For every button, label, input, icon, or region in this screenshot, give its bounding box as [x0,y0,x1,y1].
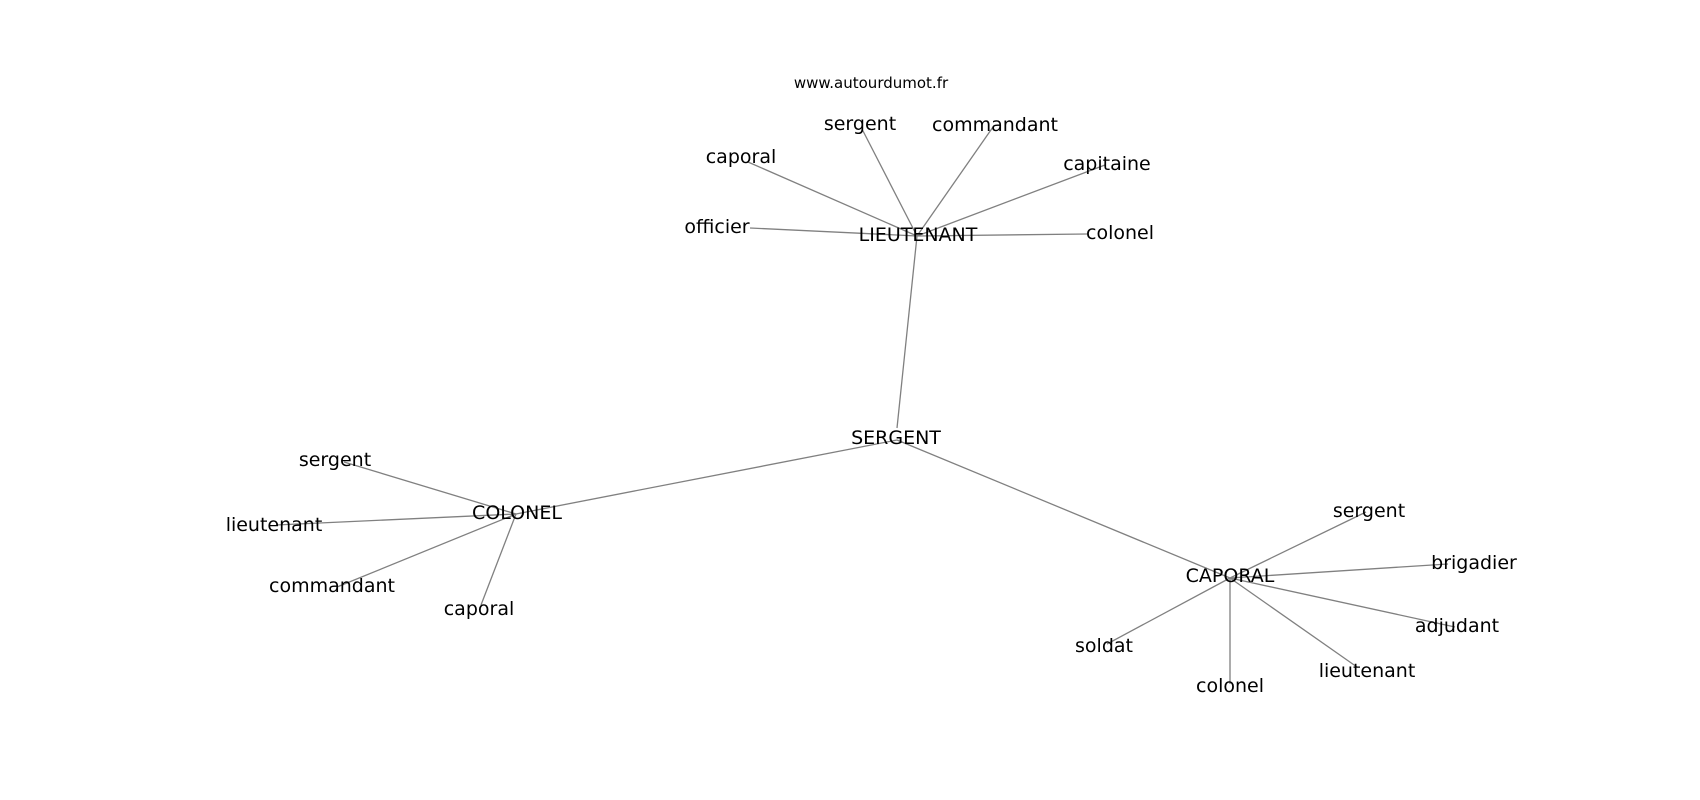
node-lieutenant-caporal[interactable]: caporal [706,146,777,168]
node-caporal-brigadier[interactable]: brigadier [1431,552,1517,574]
edge-caporal-adjudant [1229,577,1456,628]
node-caporal-soldat[interactable]: soldat [1075,635,1133,657]
edge-lieutenant-commandant [916,126,994,237]
edge-center-caporal [896,439,1231,579]
node-lieutenant-sergent[interactable]: sergent [824,113,896,135]
node-colonel-lieutenant[interactable]: lieutenant [226,514,323,536]
edge-colonel-sergent [343,461,517,515]
node-colonel-caporal[interactable]: caporal [444,598,515,620]
edge-lieutenant-capitaine [916,164,1106,237]
edge-lieutenant-sergent [861,128,918,237]
edge-lieutenant-officier [749,227,918,237]
edge-colonel-caporal [480,513,517,606]
node-lieutenant-capitaine[interactable]: capitaine [1063,153,1151,175]
node-caporal-colonel[interactable]: colonel [1196,675,1264,697]
hub-node-caporal[interactable]: CAPORAL [1186,565,1275,587]
node-colonel-commandant[interactable]: commandant [269,575,395,597]
edge-caporal-brigadier [1229,563,1449,579]
node-lieutenant-officier[interactable]: officier [684,216,749,238]
center-node-sergent[interactable]: SERGENT [851,427,941,449]
edge-colonel-commandant [336,513,517,588]
watermark-text: www.autourdumot.fr [794,74,949,92]
edge-lieutenant-caporal [747,161,918,237]
node-lieutenant-commandant[interactable]: commandant [932,114,1058,136]
edge-colonel-lieutenant [275,513,517,526]
hub-node-colonel[interactable]: COLONEL [472,502,562,524]
node-caporal-lieutenant[interactable]: lieutenant [1319,660,1416,682]
node-caporal-sergent[interactable]: sergent [1333,500,1405,522]
edge-caporal-soldat [1106,577,1231,645]
edge-center-colonel [515,439,898,515]
node-caporal-adjudant[interactable]: adjudant [1415,615,1499,637]
edge-caporal-lieutenant [1229,577,1358,668]
edge-caporal-sergent [1229,511,1367,579]
edge-center-lieutenant [896,235,918,429]
edge-lieutenant-colonel [916,233,1088,237]
node-lieutenant-colonel[interactable]: colonel [1086,222,1154,244]
hub-node-lieutenant[interactable]: LIEUTENANT [859,224,978,246]
node-colonel-sergent[interactable]: sergent [299,449,371,471]
